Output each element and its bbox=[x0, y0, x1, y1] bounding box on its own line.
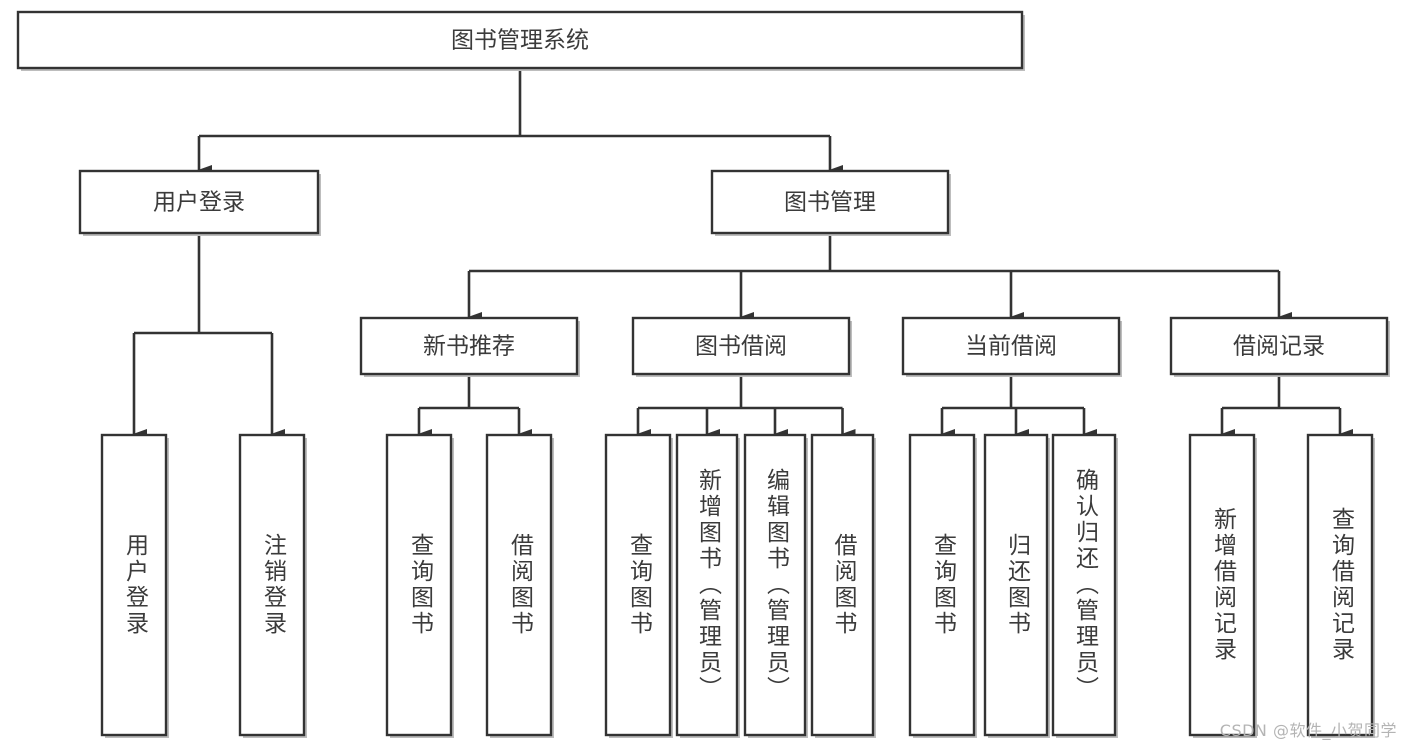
node-label-book-borrow: 图书借阅 bbox=[695, 334, 787, 360]
node-box-borrow-book-recommend[interactable] bbox=[485, 433, 553, 737]
node-box-user-login[interactable] bbox=[78, 169, 320, 235]
node-box-layer bbox=[16, 10, 1390, 738]
connector-layer bbox=[132, 68, 1353, 439]
node-label-user-login: 用户登录 bbox=[153, 190, 245, 216]
node-box-book-manage[interactable] bbox=[710, 169, 950, 235]
node-label-root: 图书管理系统 bbox=[451, 28, 589, 54]
node-box-query-borrow-record[interactable] bbox=[1306, 433, 1374, 737]
node-label-current-borrow: 当前借阅 bbox=[965, 334, 1057, 360]
node-box-root[interactable] bbox=[16, 10, 1024, 70]
node-box-query-book-current[interactable] bbox=[908, 433, 976, 737]
node-box-user-logout-leaf[interactable] bbox=[238, 433, 306, 737]
watermark: CSDN @软件_小贺同学 bbox=[1219, 721, 1397, 740]
node-box-book-borrow[interactable] bbox=[631, 316, 851, 376]
node-label-new-book-recommend: 新书推荐 bbox=[423, 334, 515, 360]
node-box-return-book[interactable] bbox=[983, 433, 1049, 737]
node-box-borrow-book-borrow[interactable] bbox=[810, 433, 875, 737]
node-box-add-book-admin[interactable] bbox=[675, 433, 739, 737]
node-box-query-book-recommend[interactable] bbox=[385, 433, 453, 737]
node-box-borrow-record[interactable] bbox=[1169, 316, 1389, 376]
node-box-new-book-recommend[interactable] bbox=[359, 316, 579, 376]
node-box-edit-book-admin[interactable] bbox=[743, 433, 807, 737]
node-label-book-manage: 图书管理 bbox=[784, 190, 876, 216]
node-box-confirm-return-admin[interactable] bbox=[1051, 433, 1117, 737]
node-label-borrow-record: 借阅记录 bbox=[1233, 334, 1325, 360]
node-box-query-book-borrow[interactable] bbox=[604, 433, 672, 737]
node-box-user-login-leaf[interactable] bbox=[100, 433, 168, 737]
node-box-add-borrow-record[interactable] bbox=[1188, 433, 1256, 737]
node-box-current-borrow[interactable] bbox=[901, 316, 1121, 376]
